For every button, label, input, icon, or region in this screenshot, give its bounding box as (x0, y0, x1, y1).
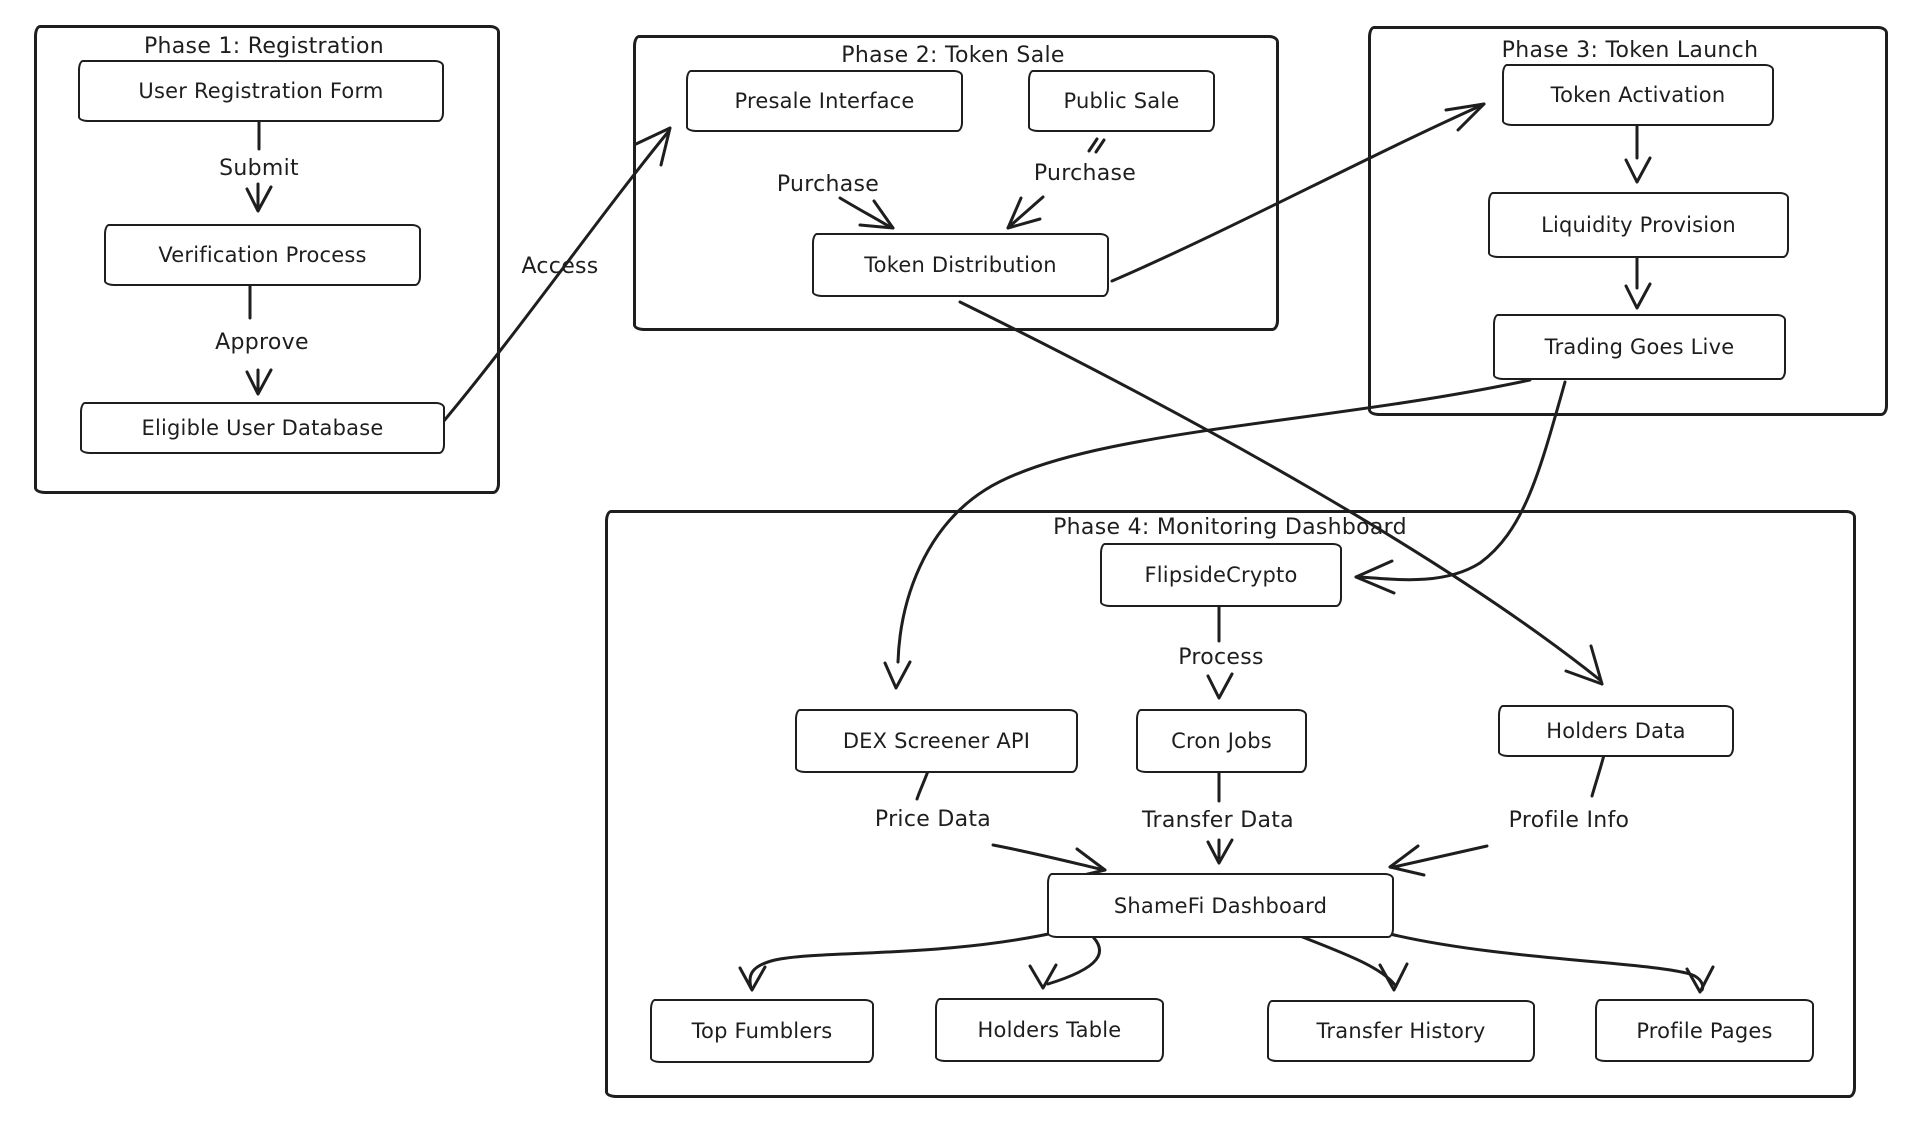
arrow-purchase-presale (838, 196, 895, 230)
label-process: Process (1178, 645, 1264, 670)
phase2-box (633, 35, 1279, 331)
label-price-data: Price Data (874, 807, 992, 832)
node-eligible-user-database: Eligible User Database (80, 402, 445, 454)
phase1-title: Phase 1: Registration (143, 34, 385, 59)
arrow-shamefi-to-profile-pages (1388, 932, 1715, 994)
phase4-title: Phase 4: Monitoring Dashboard (1053, 515, 1407, 540)
phase1-box (34, 25, 500, 494)
phase4-box (605, 510, 1856, 1098)
arrow-distribution-to-activation (1110, 102, 1486, 283)
phase2-title: Phase 2: Token Sale (841, 43, 1065, 68)
node-token-activation: Token Activation (1502, 64, 1774, 126)
node-verification-process: Verification Process (104, 224, 421, 286)
phase3-box (1368, 26, 1888, 416)
node-shamefi-dashboard: ShameFi Dashboard (1047, 873, 1394, 938)
arrow-distribution-to-holders (958, 300, 1604, 686)
node-transfer-history: Transfer History (1267, 1000, 1535, 1062)
arrow-profile-info (1388, 753, 1606, 877)
label-approve: Approve (215, 330, 309, 355)
arrow-shamefi-to-holders-table (1028, 932, 1101, 990)
node-liquidity-provision: Liquidity Provision (1488, 192, 1789, 258)
arrow-approve (245, 282, 273, 396)
arrow-shamefi-to-top-fumblers (738, 930, 1060, 992)
arrow-purchase-public (1006, 137, 1106, 230)
label-purchase-public: Purchase (1033, 161, 1137, 186)
arrow-access (441, 126, 672, 424)
node-holders-table: Holders Table (935, 998, 1164, 1062)
node-user-registration-form: User Registration Form (78, 60, 444, 122)
label-access: Access (521, 254, 599, 279)
label-submit: Submit (219, 156, 299, 181)
node-token-distribution: Token Distribution (812, 233, 1109, 297)
arrow-activation-to-liquidity (1624, 122, 1652, 184)
arrow-process (1206, 603, 1234, 700)
node-presale-interface: Presale Interface (686, 70, 963, 132)
arrow-submit (245, 119, 273, 213)
node-cron-jobs: Cron Jobs (1136, 709, 1307, 773)
node-profile-pages: Profile Pages (1595, 999, 1814, 1062)
node-flipsidecrypto: FlipsideCrypto (1100, 543, 1342, 607)
phase3-title: Phase 3: Token Launch (1501, 38, 1759, 63)
node-holders-data: Holders Data (1498, 705, 1734, 757)
node-trading-goes-live: Trading Goes Live (1493, 314, 1786, 380)
label-purchase-presale: Purchase (776, 172, 880, 197)
node-top-fumblers: Top Fumblers (650, 999, 874, 1063)
arrow-trading-to-flipside (1354, 380, 1567, 595)
arrow-shamefi-to-transfer-history (1298, 934, 1409, 992)
label-transfer-data: Transfer Data (1142, 808, 1294, 833)
node-public-sale: Public Sale (1028, 70, 1215, 132)
arrow-trading-to-dex (883, 378, 1532, 690)
arrow-transfer-data (1206, 769, 1234, 865)
node-dex-screener-api: DEX Screener API (795, 709, 1078, 773)
arrow-liquidity-to-trading (1624, 254, 1652, 310)
label-profile-info: Profile Info (1508, 808, 1630, 833)
